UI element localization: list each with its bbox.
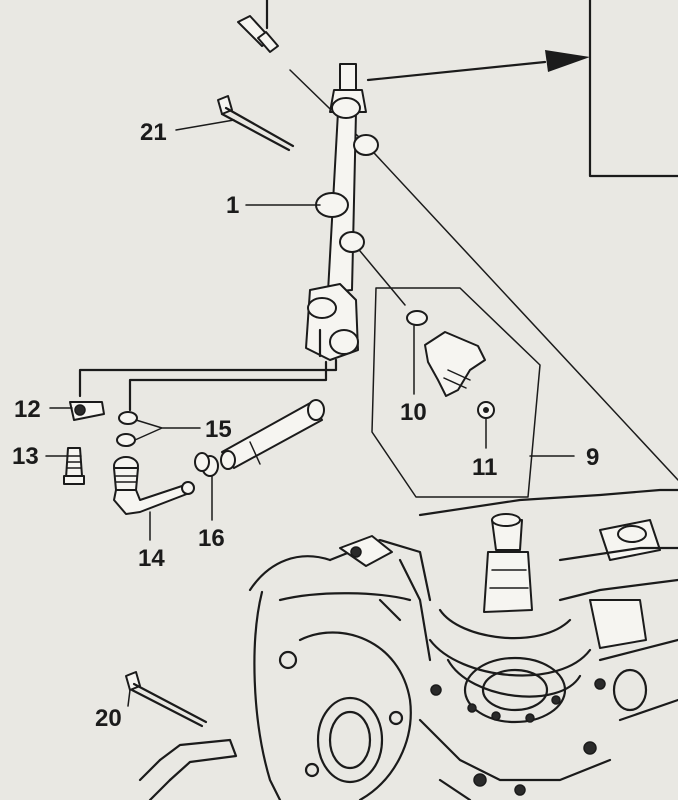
leader-15 <box>134 419 201 441</box>
return-line-inner <box>128 360 328 412</box>
bolt-13 <box>63 447 85 485</box>
callout-leaders <box>45 119 575 707</box>
callout-20: 20 <box>95 705 122 732</box>
callout-10: 10 <box>400 399 427 426</box>
elbow-fitting-14 <box>113 456 195 515</box>
callout-1: 1 <box>226 192 239 219</box>
leader-20 <box>127 689 131 707</box>
callout-13: 13 <box>12 443 39 470</box>
callout-14: 14 <box>138 545 165 572</box>
clamp-16 <box>194 452 219 477</box>
bolt-21 <box>217 95 295 152</box>
injector-detail-box-9 <box>371 287 541 498</box>
o-ring-15b <box>116 433 136 447</box>
top-bolt <box>237 15 279 53</box>
fuel-hose <box>220 399 325 470</box>
bolt-20 <box>125 671 208 728</box>
leader-21 <box>175 119 235 131</box>
o-ring-15a <box>118 411 138 425</box>
callout-16: 16 <box>198 525 225 552</box>
leader-line-rail-to-injector <box>354 244 406 306</box>
return-line-outer <box>78 358 338 398</box>
clip-12 <box>69 401 105 421</box>
callout-15: 15 <box>205 416 232 443</box>
engine-block <box>138 488 678 800</box>
callout-12: 12 <box>14 396 41 423</box>
callout-21: 21 <box>140 119 167 146</box>
fuel-rail-1 <box>305 63 379 361</box>
arrow-head <box>545 50 590 72</box>
reference-box <box>265 0 678 178</box>
callout-9: 9 <box>586 444 599 471</box>
callout-11: 11 <box>472 454 497 481</box>
